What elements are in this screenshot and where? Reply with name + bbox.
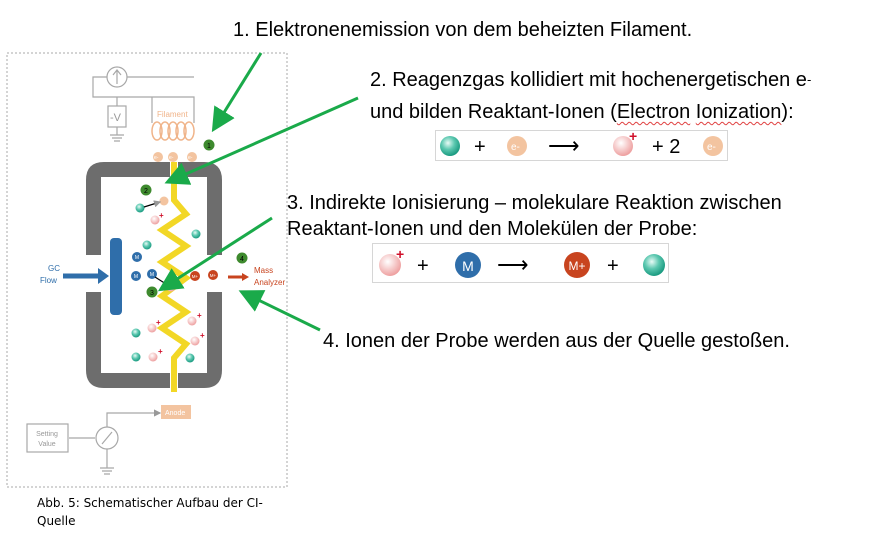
step-2-text: 2. Reagenzgas kollidiert mit hochenerget… — [370, 69, 812, 91]
svg-text:3: 3 — [150, 290, 154, 297]
svg-text:e-: e- — [188, 155, 193, 161]
step-markers: 1 2 3 4 — [140, 139, 248, 298]
filament-circuit — [92, 66, 195, 142]
step-1-text: 1. Elektronenemission von dem beheizten … — [233, 19, 693, 41]
equation-electron-ionization: + e- ⟶ + + 2 e- — [435, 130, 728, 161]
svg-text:2: 2 — [144, 188, 148, 195]
svg-text:+: + — [629, 131, 637, 144]
step-2-text-line2: und bilden Reaktant-Ionen (Electron Ioni… — [370, 101, 794, 123]
svg-text:e-: e- — [154, 155, 159, 161]
svg-text:4: 4 — [240, 256, 244, 263]
figure-frame — [6, 52, 288, 488]
filament-label: Filament — [157, 110, 188, 119]
svg-text:+: + — [197, 311, 202, 320]
svg-text:M: M — [150, 272, 154, 278]
svg-text:⟶: ⟶ — [548, 133, 580, 158]
step-3-text-line2: Reaktant-Ionen und den Molekülen der Pro… — [287, 218, 698, 240]
svg-text:M+: M+ — [210, 273, 217, 278]
figure-caption-line2: Quelle — [37, 514, 76, 528]
svg-text:M: M — [134, 274, 138, 280]
svg-text:M+: M+ — [192, 274, 199, 279]
step-4-text: 4. Ionen der Probe werden aus der Quelle… — [323, 330, 790, 352]
filament-coil — [151, 121, 195, 141]
svg-text:M: M — [462, 258, 474, 274]
svg-text:e-: e- — [511, 142, 520, 153]
svg-text:e-: e- — [707, 142, 716, 153]
sample-molecules: M M M — [131, 252, 157, 281]
sample-ions: M+ M+ — [190, 270, 218, 281]
svg-text:+: + — [607, 255, 619, 277]
svg-text:+ 2: + 2 — [652, 136, 680, 158]
svg-text:+: + — [159, 211, 164, 220]
figure-caption: Abb. 5: Schematischer Aufbau der CI- — [37, 496, 263, 510]
svg-text:M: M — [135, 255, 139, 261]
svg-text:+: + — [156, 318, 161, 327]
anode-box — [161, 405, 191, 419]
svg-text:+: + — [474, 136, 486, 158]
svg-text:1: 1 — [207, 143, 211, 150]
voltage-label: -V — [110, 112, 122, 124]
svg-text:+: + — [200, 331, 205, 340]
reagent-molecules — [131, 203, 201, 363]
repeller-electrode — [110, 238, 122, 315]
svg-text:+: + — [396, 246, 404, 262]
svg-text:+: + — [417, 255, 429, 277]
ion-chamber — [86, 162, 222, 388]
anode-label: Anode — [165, 410, 185, 417]
emitted-electrons: e- e- e- — [153, 152, 197, 162]
step-3-text: 3. Indirekte Ionisierung – molekulare Re… — [287, 192, 782, 214]
equation-chemical-ionization: + + M ⟶ M+ + — [372, 243, 669, 283]
svg-text:+: + — [158, 347, 163, 356]
callout-arrows — [157, 52, 359, 332]
svg-text:e-: e- — [169, 155, 174, 161]
svg-text:M+: M+ — [568, 259, 585, 273]
anode-circuit — [26, 409, 162, 475]
electron-beam — [156, 162, 192, 392]
svg-text:⟶: ⟶ — [497, 252, 529, 277]
